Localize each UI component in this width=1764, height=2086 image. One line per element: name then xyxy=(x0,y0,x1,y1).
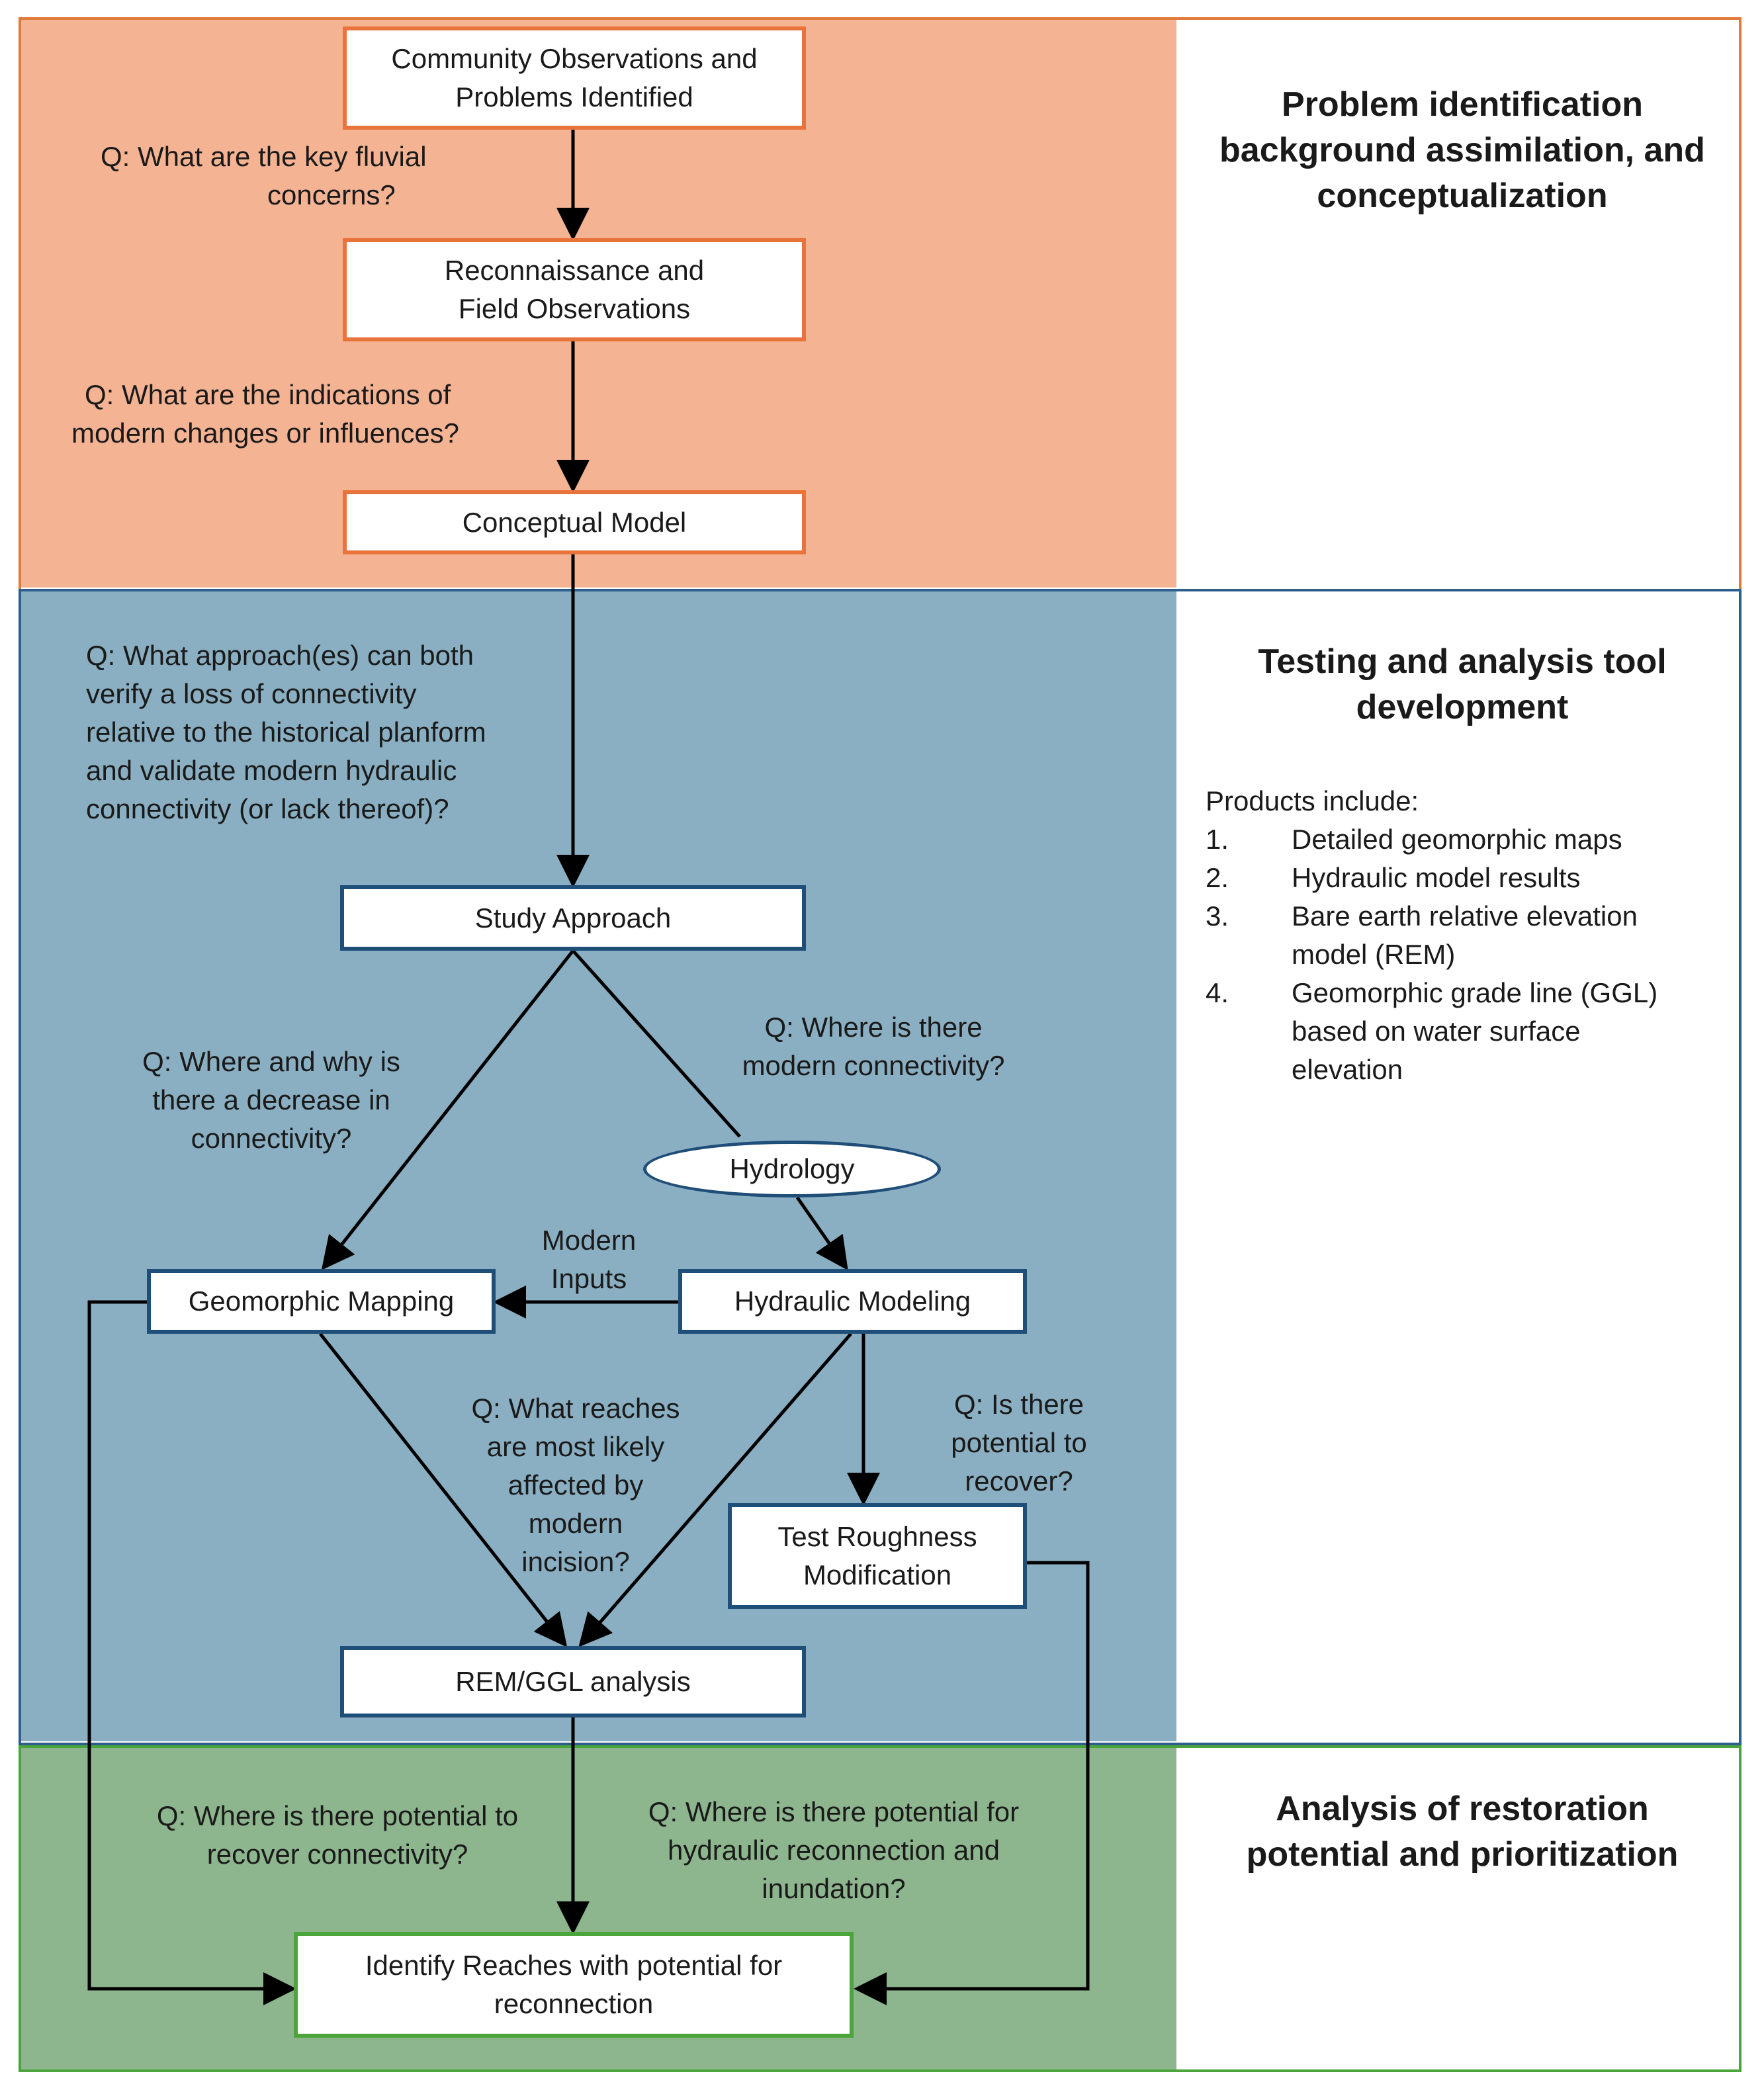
question-reaches-incision: Q: What reaches are most likely affected… xyxy=(471,1393,680,1577)
products-list: Products include: 1. Detailed geomorphic… xyxy=(1206,782,1735,1089)
line-study-to-hydrology xyxy=(572,949,741,1138)
products-heading: Products include: xyxy=(1206,785,1419,816)
arrow-geomorphic-to-remggl xyxy=(319,1332,568,1647)
node-reconnaissance: Reconnaissance and Field Observations xyxy=(343,238,806,341)
question-modern-connectivity: Q: Where is there modern connectivity? xyxy=(742,1012,1005,1081)
product-item: 3. Bare earth relative elevation model (… xyxy=(1206,900,1638,970)
node-hydrology: Hydrology xyxy=(643,1141,941,1197)
product-item: 1. Detailed geomorphic maps xyxy=(1206,824,1622,855)
node-hydraulic-modeling: Hydraulic Modeling xyxy=(678,1269,1027,1334)
arrow-hydrology-to-hydraulic xyxy=(795,1196,848,1271)
question-decrease-connectivity: Q: Where and why is there a decrease in … xyxy=(142,1046,400,1154)
question-study-approach: Q: What approach(es) can both verify a l… xyxy=(86,640,486,824)
product-item: 4. Geomorphic grade line (GGL) based on … xyxy=(1206,977,1658,1085)
question-potential-recover: Q: Is there potential to recover? xyxy=(951,1389,1087,1497)
arrow-study-to-geomorphic xyxy=(321,949,574,1270)
arrow-roughness-to-identify xyxy=(854,1561,1090,2005)
label-modern-inputs: Modern Inputs xyxy=(541,1225,637,1294)
section-title-problem: Problem identification background assimi… xyxy=(1219,85,1705,215)
question-fluvial-concerns: Q: What are the key fluvial concerns? xyxy=(101,141,427,210)
section-testing-frame xyxy=(19,589,1742,1745)
node-rem-ggl-analysis: REM/GGL analysis xyxy=(340,1646,806,1717)
product-item: 2. Hydraulic model results xyxy=(1206,862,1581,893)
node-study-approach: Study Approach xyxy=(340,885,806,951)
section-restoration-frame xyxy=(19,1745,1742,2072)
node-identify-reaches: Identify Reaches with potential for reco… xyxy=(294,1932,854,2038)
question-hydraulic-reconnection: Q: Where is there potential for hydrauli… xyxy=(648,1796,1020,1904)
arrow-geomorphic-to-identify xyxy=(87,1300,296,2005)
node-conceptual-model: Conceptual Model xyxy=(343,490,806,554)
question-modern-changes: Q: What are the indications of modern ch… xyxy=(71,379,460,449)
arrow-hydraulic-to-remggl xyxy=(578,1332,852,1647)
question-recover-connectivity: Q: Where is there potential to recover c… xyxy=(156,1800,519,1870)
section-title-testing: Testing and analysis tool development xyxy=(1258,642,1667,726)
section-title-restoration: Analysis of restoration potential and pr… xyxy=(1246,1790,1679,1874)
node-community-observations: Community Observations and Problems Iden… xyxy=(343,26,806,130)
node-geomorphic-mapping: Geomorphic Mapping xyxy=(147,1269,496,1334)
node-test-roughness: Test Roughness Modification xyxy=(728,1503,1027,1609)
